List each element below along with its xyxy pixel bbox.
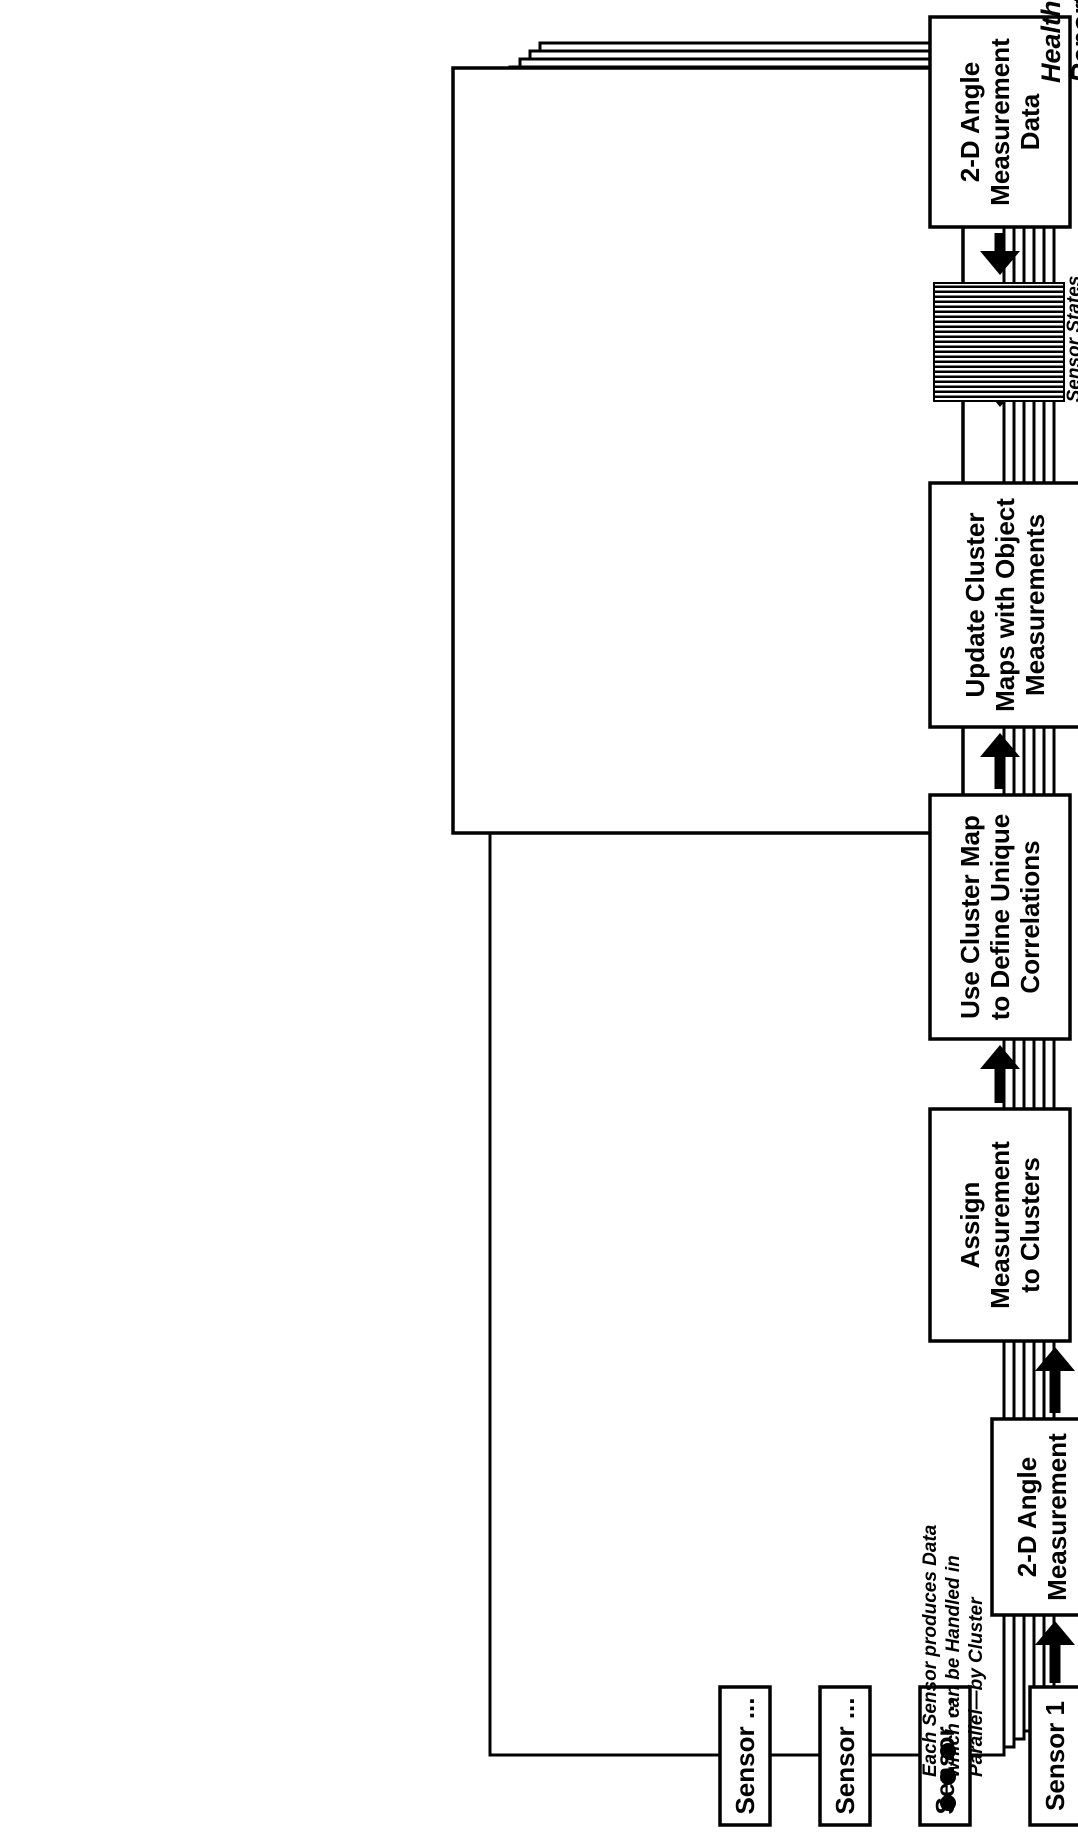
arrow-sensor1-data-head xyxy=(1035,1621,1075,1645)
angle-data-left-box xyxy=(990,1417,1078,1617)
angle-data-left-text: 2-D AngleMeasurementData xyxy=(1012,1433,1078,1601)
assign-clusters-box xyxy=(928,1107,1072,1343)
arrow-assign-use-head xyxy=(980,1045,1020,1069)
update-cluster-maps-text-line: Maps with Object xyxy=(990,498,1020,712)
assign-clusters-text: AssignMeasurementto Clusters xyxy=(955,1141,1045,1309)
ellipsis-dot xyxy=(940,1743,956,1759)
angle-data-right-text-line: Measurement xyxy=(985,38,1015,206)
health-status-label: Health & StatusReports xyxy=(1036,0,1078,83)
update-cluster-maps-text-line: Measurements xyxy=(1020,514,1050,696)
arrow-use-update-head xyxy=(980,733,1020,757)
health-status-label-line: Reports xyxy=(1066,0,1078,83)
arrow-data-states-head xyxy=(980,251,1020,275)
angle-data-right-box xyxy=(928,15,1072,229)
parallel-frame-stack xyxy=(451,41,1056,1757)
tracks-processing-frame xyxy=(451,66,965,835)
arrow-data-assign-head xyxy=(1035,1347,1075,1371)
angle-data-left-text-line: 2-D Angle xyxy=(1012,1457,1042,1577)
health-status-label-line: Health & Status xyxy=(1036,0,1066,83)
assign-clusters-text-line: Assign xyxy=(955,1182,985,1269)
sensor-box-1 xyxy=(1028,1685,1078,1827)
sensor-states-table xyxy=(933,282,1065,402)
sensor-box-3 xyxy=(818,1685,872,1827)
angle-data-right-text: 2-D AngleMeasurementData xyxy=(955,38,1045,206)
sensor-states-label: Sensor States xyxy=(1064,276,1078,403)
sensor-label-3: Sensor ... xyxy=(830,1697,860,1814)
sensor-box-4 xyxy=(718,1685,772,1827)
sensor-label-1: Sensor 1 xyxy=(1040,1701,1070,1811)
angle-data-left-text-line: Data xyxy=(1072,1488,1078,1545)
sensor-label-4: Sensor ... xyxy=(730,1697,760,1814)
assign-clusters-text-line: to Clusters xyxy=(1015,1157,1045,1293)
use-cluster-map-text-line: Correlations xyxy=(1015,840,1045,993)
angle-data-right-text-line: 2-D Angle xyxy=(955,62,985,182)
use-cluster-map-text-line: Use Cluster Map xyxy=(955,815,985,1019)
use-cluster-map-box xyxy=(928,793,1072,1041)
diagram-content: Sensor 1Sensor ...Sensor ...Sensor ...Ea… xyxy=(718,0,1078,1827)
angle-data-right-text-line: Data xyxy=(1015,93,1045,150)
update-cluster-maps-text: Update ClusterMaps with ObjectMeasuremen… xyxy=(960,498,1050,712)
use-cluster-map-text: Use Cluster Mapto Define UniqueCorrelati… xyxy=(955,814,1045,1021)
ellipsis-dot xyxy=(940,1769,956,1785)
update-cluster-maps-box xyxy=(928,481,1078,729)
each-sensor-note-line: Parallel—by Cluster xyxy=(966,1596,987,1777)
angle-data-left-text-line: Measurement xyxy=(1042,1433,1072,1601)
use-cluster-map-text-line: to Define Unique xyxy=(985,814,1015,1021)
update-cluster-maps-text-line: Update Cluster xyxy=(960,513,990,698)
each-sensor-note-line: which can be Handled in xyxy=(943,1555,964,1777)
ellipsis-dot xyxy=(940,1795,956,1811)
each-sensor-note-line: Each Sensor produces Data xyxy=(920,1524,941,1777)
assign-clusters-text-line: Measurement xyxy=(985,1141,1015,1309)
